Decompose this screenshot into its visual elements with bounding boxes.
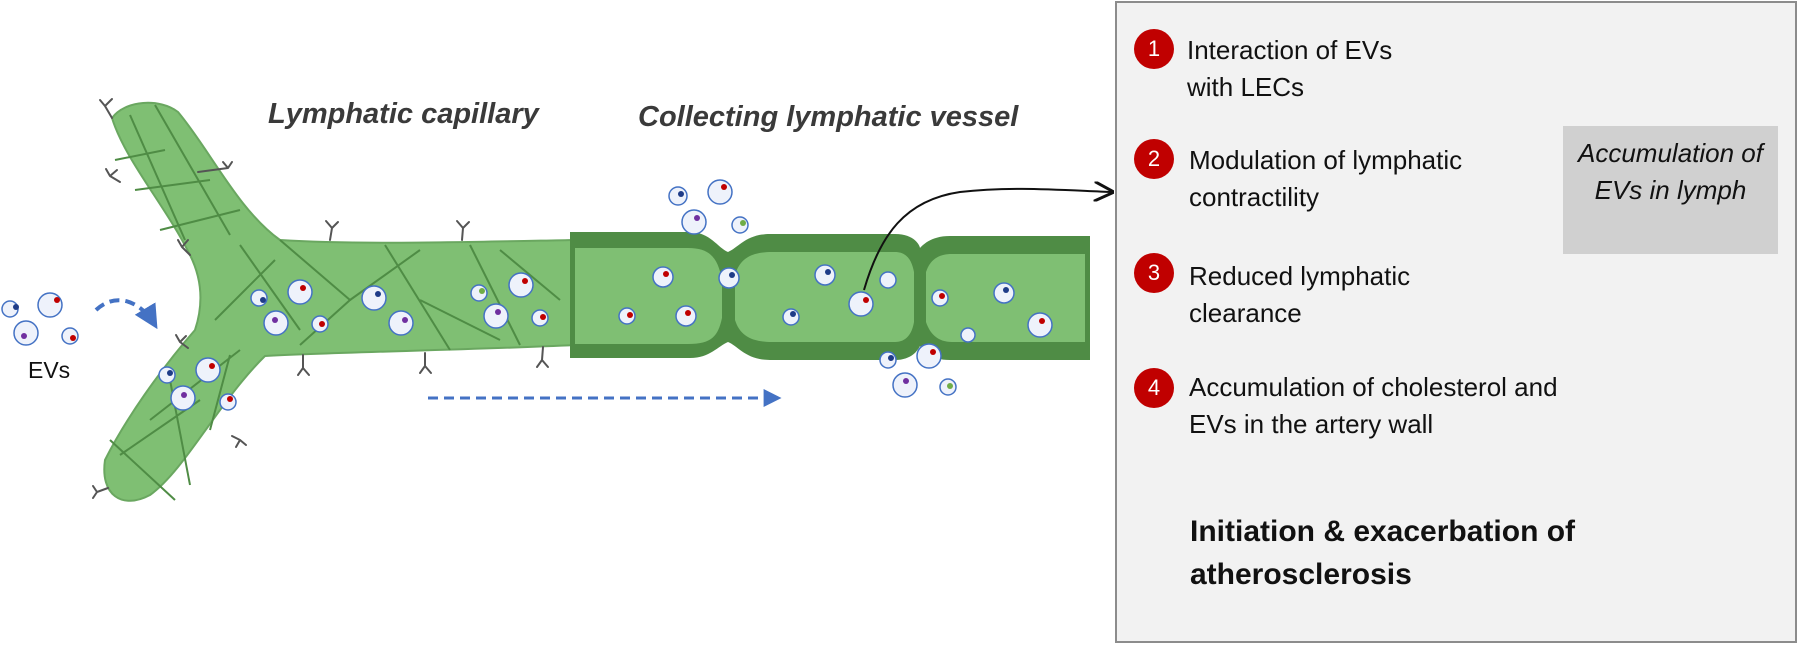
collecting-vessel-label: Collecting lymphatic vessel (638, 101, 1019, 133)
lymphatic-capillary-shape (92, 98, 576, 502)
step-3-badge: 3 (1134, 253, 1174, 293)
connector-arrow (863, 189, 1112, 291)
step-3-text: Reduced lymphatic clearance (1189, 261, 1411, 328)
capillary-label: Lymphatic capillary (268, 98, 539, 130)
step-1-text: Interaction of EVs with LECs (1187, 35, 1393, 102)
ev-entry-arrow (94, 298, 158, 330)
mechanism-panel (1115, 1, 1797, 643)
ev-cargo-dots (13, 184, 1045, 402)
step-2-badge: 2 (1134, 139, 1174, 179)
step-4-text: Accumulation of cholesterol and EVs in t… (1189, 372, 1558, 439)
step-2-text: Modulation of lymphatic contractility (1189, 145, 1463, 212)
conclusion-text: Initiation & exacerbation of atheroscler… (1190, 515, 1576, 591)
step-4-badge: 4 (1134, 368, 1174, 408)
evs-label: EVs (28, 357, 71, 383)
step-1-badge: 1 (1134, 29, 1174, 69)
feedback-box: Accumulation of EVs in lymph (1563, 126, 1778, 254)
